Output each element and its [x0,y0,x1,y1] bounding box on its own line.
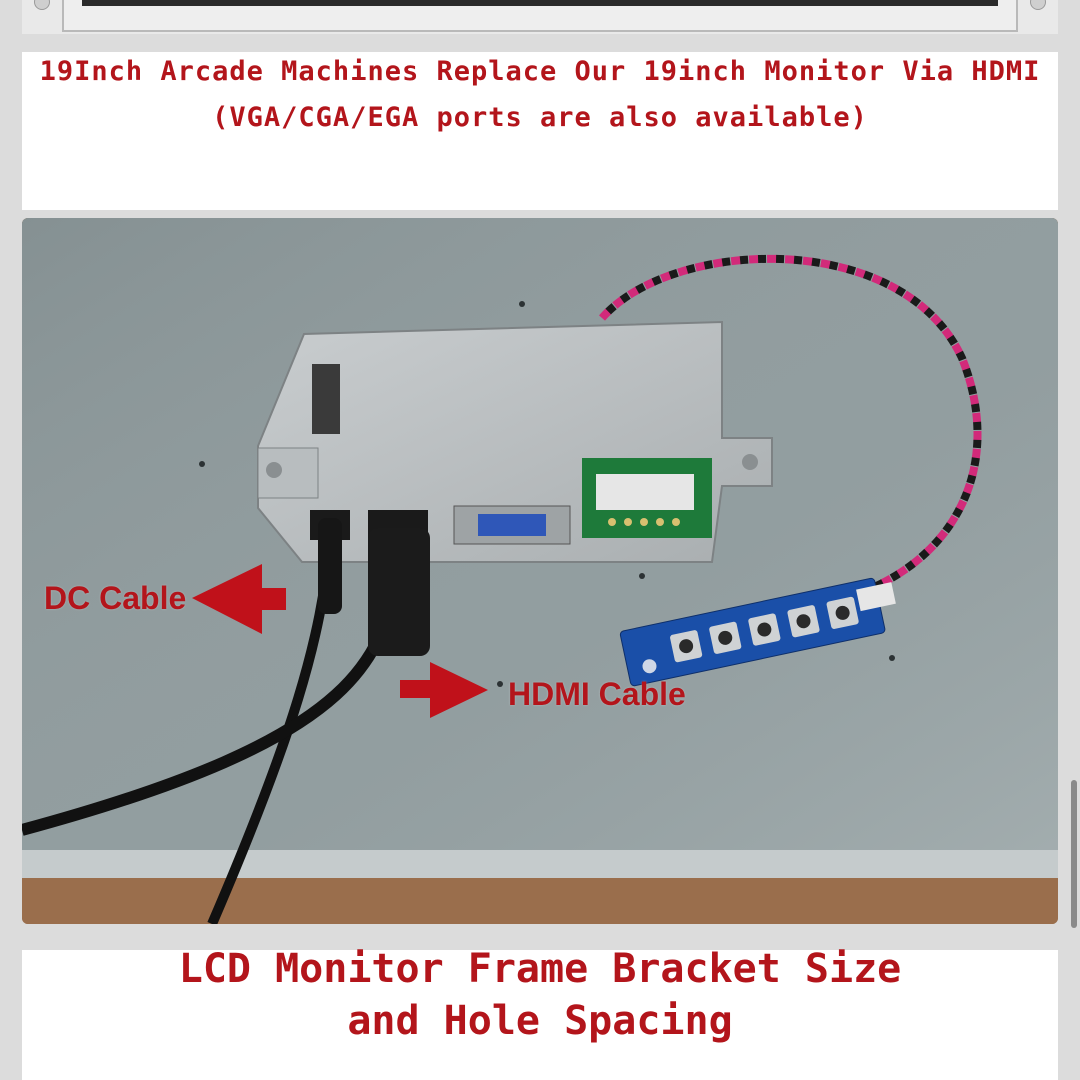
terminal-pin [608,518,616,526]
led-icon [642,659,657,674]
mount-hole [639,573,645,579]
button-cap [718,630,733,645]
twisted-wire-black [598,254,982,592]
header-line-2: (VGA/CGA/EGA ports are also available) [212,102,868,133]
button-cap [679,639,694,654]
button-cap [757,622,772,637]
monitor-screen-edge [82,0,998,6]
dc-plug [318,518,342,614]
terminal-block [596,474,694,510]
arrow-right-icon [400,662,488,718]
arrow-left-icon [192,564,286,634]
screw-icon [34,0,50,10]
footer-line-1: LCD Monitor Frame Bracket Size [178,946,902,992]
header-line-1: 19Inch Arcade Machines Replace Our 19inc… [39,56,1041,87]
hdmi-cable-label: HDMI Cable [508,676,686,712]
footer-line-2: and Hole Spacing [347,998,733,1044]
button-cap [796,614,811,629]
mount-hole [889,655,895,661]
screw-icon [1030,0,1046,10]
hdmi-plug [368,528,430,656]
header-panel [22,52,1058,210]
screw-icon [742,454,758,470]
button-cap [835,605,850,620]
scrollbar[interactable] [1071,780,1077,928]
terminal-pin [640,518,648,526]
mount-hole [497,681,503,687]
board-connector [856,582,896,612]
mount-hole [519,301,525,307]
terminal-pin [672,518,680,526]
footer-panel [22,950,1058,1080]
mount-hole [199,461,205,467]
panel-edge [22,850,1058,878]
screw-icon [266,462,282,478]
product-photo [22,218,1058,924]
dc-cable-label: DC Cable [44,580,187,616]
box-side-connector [312,364,340,434]
terminal-pin [624,518,632,526]
previous-image-frame-strip [22,0,1058,34]
vga-port [478,514,546,536]
control-button-board [619,577,896,687]
terminal-pin [656,518,664,526]
photo-illustration [22,218,1058,924]
